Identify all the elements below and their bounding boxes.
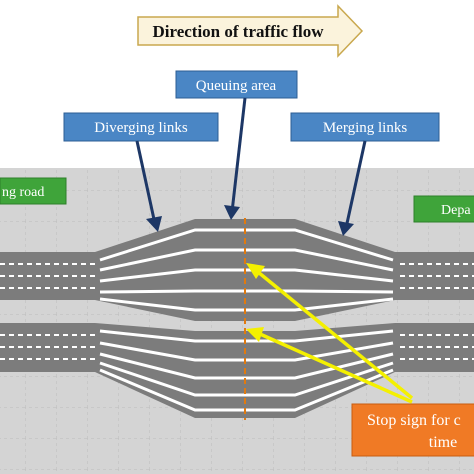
diverging-links-label: Diverging links [94, 120, 188, 136]
traffic-direction-banner: Direction of traffic flow [137, 4, 364, 58]
stop-sign-line-1: Stop sign for c [367, 412, 461, 429]
upper-roadway [0, 219, 474, 321]
stop-pointer-upper [256, 270, 414, 400]
lower-roadway [0, 323, 474, 418]
stop-sign-pointers [246, 263, 414, 404]
merging-links-arrowhead [338, 221, 354, 236]
stop-sign-line-2: time [429, 434, 457, 451]
queuing-area-label: Queuing area [196, 78, 277, 94]
stop-pointer-upper-head [246, 263, 265, 279]
departing-road-text: Depa [441, 203, 471, 218]
diverging-links-arrow [135, 140, 157, 225]
lower-lane-markings [0, 334, 474, 360]
arriving-road-text: ng road [2, 185, 44, 200]
merging-links-callout: Merging links [290, 112, 440, 236]
upper-link-4 [99, 289, 394, 294]
arriving-road-label: ng road [0, 177, 67, 205]
departing-road-label: Depa [413, 195, 474, 223]
lower-link-4 [99, 361, 394, 397]
direction-title: Direction of traffic flow [152, 22, 324, 41]
queuing-area-label-box [175, 70, 298, 99]
diverging-links-arrowhead [146, 216, 162, 232]
stop-pointer-lower-head [246, 327, 264, 342]
queuing-area-arrow [230, 97, 247, 213]
merging-links-arrow [344, 140, 367, 229]
diverging-links-label-box [63, 112, 219, 142]
direction-arrow-shape [137, 4, 364, 58]
merging-links-label-box [290, 112, 440, 142]
queuing-area-arrowhead [224, 205, 240, 220]
merging-links-label: Merging links [323, 120, 407, 136]
diverging-links-callout: Diverging links [63, 112, 219, 232]
arriving-road-box [0, 177, 67, 205]
queuing-area-callout: Queuing area [175, 70, 298, 220]
upper-lane-markings [0, 263, 474, 289]
stop-pointer-lower [259, 332, 413, 404]
stop-sign-callout: Stop sign for c time [351, 403, 474, 457]
stop-sign-box [351, 403, 474, 457]
departing-road-box [413, 195, 474, 223]
